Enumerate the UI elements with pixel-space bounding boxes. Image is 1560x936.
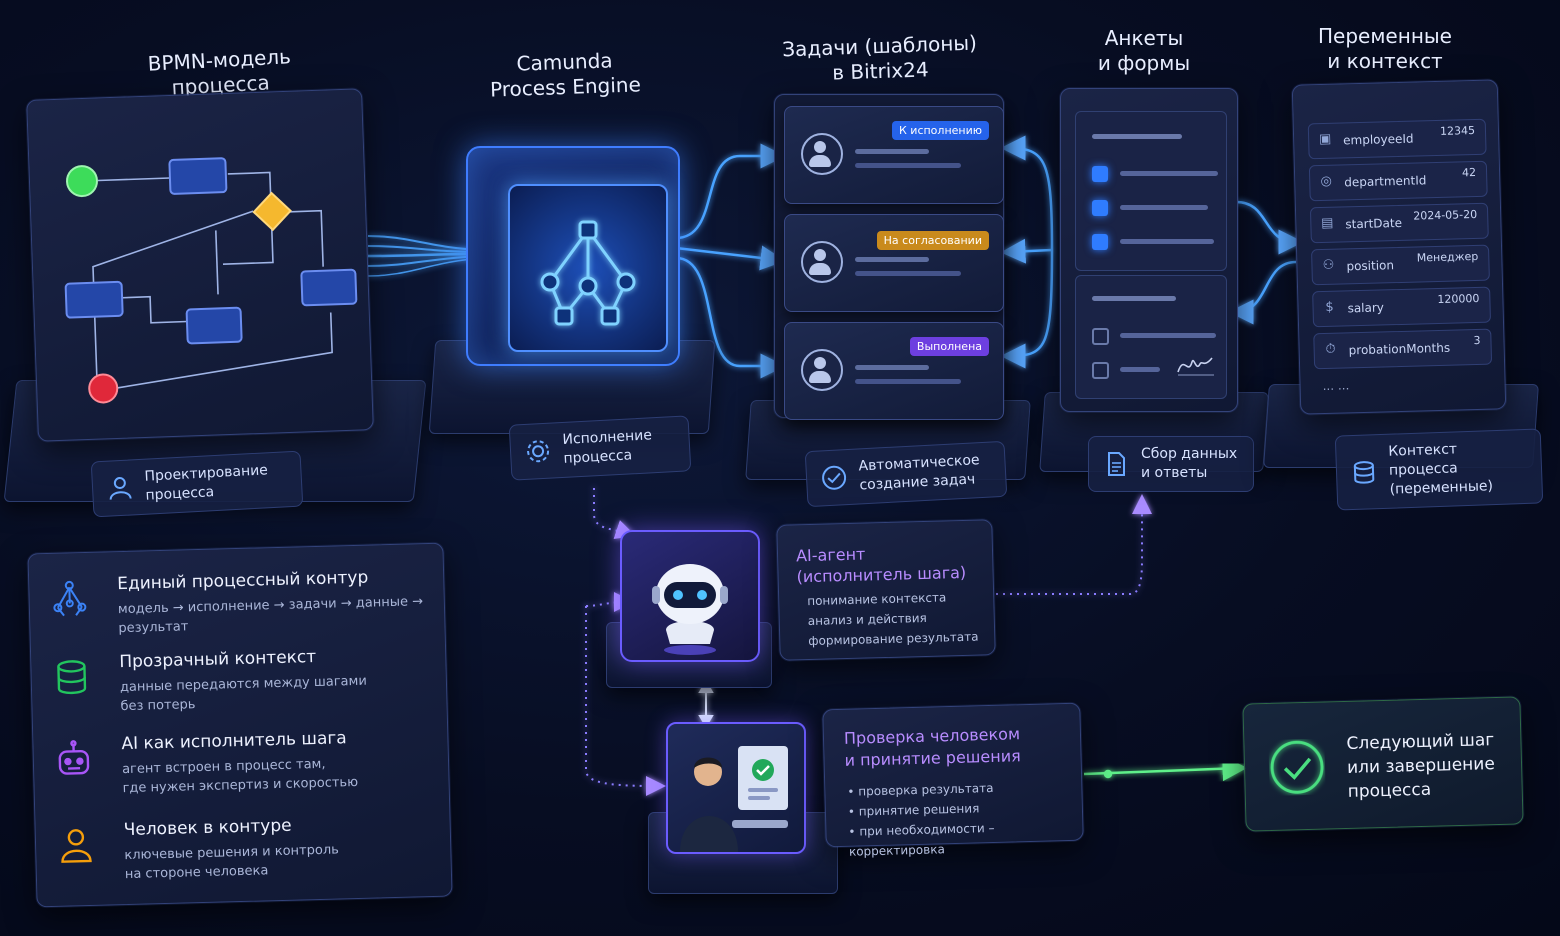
- tasks-forms-links: [1000, 135, 1054, 369]
- database-icon: [57, 660, 87, 695]
- user-key-icon: ⚇: [1322, 257, 1335, 274]
- ai-agent-title: AI-агент(исполнитель шага): [795, 544, 967, 587]
- task-card-1[interactable]: К исполнению: [784, 106, 1004, 204]
- task-card-2[interactable]: На согласовании: [784, 214, 1004, 312]
- form-card-2: [1075, 275, 1227, 399]
- org-icon: ◎: [1320, 173, 1333, 190]
- context-caption: Контекст процесса(переменные): [1334, 428, 1544, 511]
- data-stream-bpmn-camunda: [367, 235, 483, 277]
- more-variables: ... ...: [1322, 378, 1350, 394]
- database-icon: [1353, 460, 1375, 484]
- status-badge: На согласовании: [876, 231, 989, 250]
- benefit-human: Человек в контуре ключевые решения и кон…: [55, 811, 457, 899]
- camunda-cube-face: [508, 184, 668, 352]
- status-badge: К исполнению: [891, 121, 989, 140]
- person-icon: [61, 829, 92, 863]
- end-event-icon: [88, 373, 119, 404]
- bpmn-task-2: [64, 280, 124, 319]
- ai-agent-panel: AI-агент(исполнитель шага) понимание кон…: [776, 519, 996, 661]
- camunda-to-tasks-links: [675, 143, 786, 379]
- checkbox-checked-icon[interactable]: [1092, 200, 1108, 216]
- bpmn-task-4: [300, 268, 358, 307]
- signature-icon: [1177, 357, 1214, 376]
- human-check-steps: • проверка результата• принятие решения•…: [847, 780, 995, 859]
- reviewer-icon: [680, 746, 788, 852]
- engine-network-icon: [540, 220, 636, 326]
- checkbox-checked-icon[interactable]: [1092, 234, 1108, 250]
- timer-icon: ⏱: [1325, 341, 1336, 357]
- form-card-1: [1075, 111, 1227, 271]
- forms-context-links: [1228, 200, 1304, 325]
- gear-icon: [527, 440, 550, 463]
- assignee-avatar: [801, 349, 843, 391]
- assignee-avatar: [801, 133, 843, 175]
- robot-icon: [58, 740, 90, 775]
- user-icon: [109, 477, 132, 500]
- benefits-panel: Единый процессный контур модель → исполн…: [27, 542, 455, 908]
- document-icon: [1108, 452, 1125, 476]
- badge-icon: ▣: [1318, 131, 1332, 148]
- checkbox-checked-icon[interactable]: [1092, 166, 1108, 182]
- status-badge: Выполнена: [909, 337, 989, 356]
- camunda-engine-cube: [466, 146, 680, 366]
- checkbox-empty-icon[interactable]: [1092, 328, 1109, 345]
- benefit-unified: Единый процессный контур модель → исполн…: [49, 565, 451, 645]
- task-card-3[interactable]: Выполнена: [784, 322, 1004, 420]
- bpmn-task-3: [185, 306, 243, 345]
- bpmn-task-1: [168, 157, 228, 195]
- gateway-icon: [252, 191, 292, 232]
- assignee-avatar: [801, 241, 843, 283]
- forms-panel: [1060, 88, 1238, 412]
- check-circle-icon: [1270, 740, 1324, 794]
- benefit-ai: AI как исполнитель шага агент встроен в …: [53, 725, 455, 813]
- bpmn-diagram: [64, 157, 358, 404]
- network-icon: [53, 580, 87, 617]
- start-event-icon: [65, 165, 98, 198]
- ai-agent-cube: [620, 530, 760, 662]
- checkbox-empty-icon[interactable]: [1092, 362, 1109, 379]
- robot-icon: [652, 564, 728, 655]
- tasks-title: Задачи (шаблоны)в Bitrix24: [781, 30, 978, 85]
- money-icon: $: [1325, 299, 1334, 315]
- benefit-context: Прозрачный контекст данные передаются ме…: [51, 643, 453, 731]
- bpmn-model-panel: [26, 88, 374, 442]
- human-reviewer-scene: [666, 722, 806, 854]
- calendar-icon: ▤: [1321, 215, 1334, 232]
- check-circle-icon: [822, 465, 847, 490]
